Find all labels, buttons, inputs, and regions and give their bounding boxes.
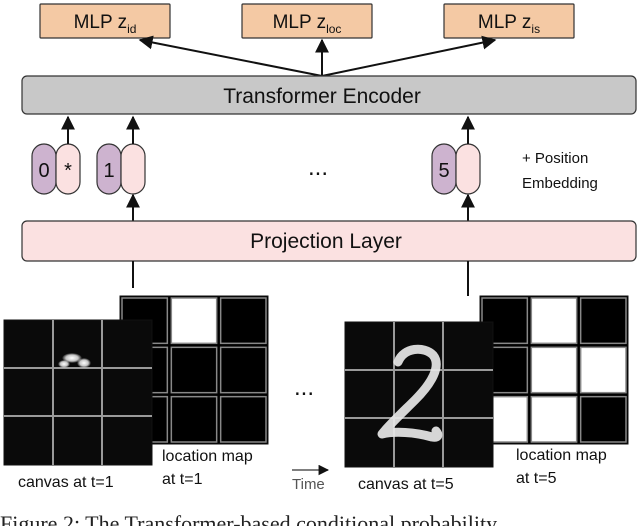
projection-layer: Projection Layer <box>21 220 637 262</box>
locmap-t5-label-line1: location map <box>516 447 607 464</box>
locmap-t5-cell-0-2 <box>579 297 627 345</box>
locmap-t1-cell-1-2 <box>219 346 267 394</box>
location-map-t5 <box>479 295 629 445</box>
locmap-t5-cell-2-2 <box>579 395 627 443</box>
locmap-t5-cell-2-1 <box>530 395 578 443</box>
locmap-t1-cell-0-2 <box>219 297 267 345</box>
projection-label: Projection Layer <box>250 230 402 253</box>
token-0-label: 0 <box>38 160 49 182</box>
time-arrow: Time <box>292 464 330 493</box>
position-embedding-line1: + Position <box>522 150 588 167</box>
position-embedding-line2: Embedding <box>522 175 598 192</box>
locmap-t5-cell-0-1 <box>530 297 578 345</box>
locmap-t5-cell-1-2 <box>579 346 627 394</box>
locmap-t1-cell-2-1 <box>170 395 218 443</box>
canvas-t5-label: canvas at t=5 <box>358 476 454 493</box>
mlp-is-label: MLP z <box>478 12 532 33</box>
locmap-t1-cell-1-1 <box>170 346 218 394</box>
token-pair-5: 5 <box>431 143 481 195</box>
token-star-label: * <box>64 160 72 182</box>
time-ellipsis: ... <box>294 374 314 401</box>
transformer-encoder: Transformer Encoder <box>21 75 637 115</box>
token-pair-0: 0 * <box>31 143 81 195</box>
figure-caption: Figure 2: The Transformer-based conditio… <box>0 511 497 526</box>
locmap-t1-cell-2-2 <box>219 395 267 443</box>
encoder-label: Transformer Encoder <box>223 85 421 108</box>
mlp-head-loc: MLP zloc <box>241 3 373 39</box>
locmap-t5-cell-1-1 <box>530 346 578 394</box>
mlp-loc-label: MLP z <box>273 12 327 33</box>
mlp-id-label: MLP z <box>74 12 128 33</box>
canvas-t1-label: canvas at t=1 <box>18 474 114 491</box>
locmap-t1-cell-0-1 <box>170 297 218 345</box>
locmap-t1-label-line1: location map <box>162 448 253 465</box>
mlp-loc-sub: loc <box>326 22 341 36</box>
token-pair-1: 1 <box>96 143 146 195</box>
token-to-encoder-arrows <box>61 115 475 221</box>
mlp-id-sub: id <box>127 22 136 36</box>
svg-text:MLP zis: MLP zis <box>478 12 540 36</box>
token-1-label: 1 <box>103 160 114 182</box>
input-connectors <box>132 261 469 296</box>
locmap-t1-label-line2: at t=1 <box>162 471 203 488</box>
token-ellipsis: ... <box>308 154 328 181</box>
encoder-to-mlp-arrows <box>138 35 497 77</box>
svg-text:MLP zloc: MLP zloc <box>273 12 342 36</box>
svg-text:MLP zid: MLP zid <box>74 12 137 36</box>
canvas-t5 <box>344 321 494 468</box>
locmap-t5-label-line2: at t=5 <box>516 470 557 487</box>
mlp-head-id: MLP zid <box>39 3 171 39</box>
canvas-t1 <box>3 319 153 466</box>
time-label: Time <box>292 476 325 493</box>
digit-stroke-t5 <box>377 344 443 442</box>
mlp-head-is: MLP zis <box>443 3 575 39</box>
mlp-is-sub: is <box>531 22 540 36</box>
digit-stroke-t1 <box>58 353 91 368</box>
token-5-label: 5 <box>438 160 449 182</box>
